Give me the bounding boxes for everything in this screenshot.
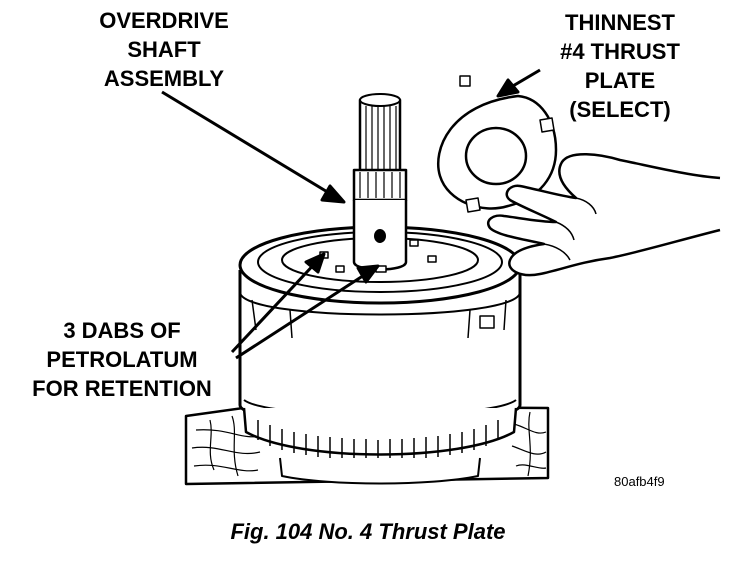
thrust-plate-label: THINNEST #4 THRUST PLATE (SELECT) <box>522 8 718 124</box>
label-line: OVERDRIVE <box>99 8 229 33</box>
label-line: (SELECT) <box>569 97 671 122</box>
thrust-plate <box>436 75 558 213</box>
overdrive-shaft-label: OVERDRIVE SHAFT ASSEMBLY <box>66 6 262 93</box>
label-line: #4 THRUST <box>560 39 680 64</box>
label-line: FOR RETENTION <box>32 376 212 401</box>
overdrive-shaft <box>352 93 408 271</box>
shaft-leader-arrow <box>161 90 345 204</box>
label-line: SHAFT <box>127 37 201 62</box>
ring-gear-splines <box>242 407 518 485</box>
label-line: 3 DABS OF <box>63 318 181 343</box>
label-line: THINNEST <box>565 10 675 35</box>
label-line: ASSEMBLY <box>103 66 225 91</box>
dab-leader-arrow-1 <box>230 256 322 354</box>
label-line: PLATE <box>584 68 656 93</box>
figure-caption: Fig. 104 No. 4 Thrust Plate <box>230 519 506 544</box>
leader-arrows <box>161 68 541 360</box>
hand <box>487 153 721 277</box>
label-line: PETROLATUM <box>46 347 198 372</box>
petrolatum-dabs-label: 3 DABS OF PETROLATUM FOR RETENTION <box>4 316 240 403</box>
figure-code: 80afb4f9 <box>614 474 665 489</box>
dab-leader-arrow-2 <box>235 268 373 360</box>
